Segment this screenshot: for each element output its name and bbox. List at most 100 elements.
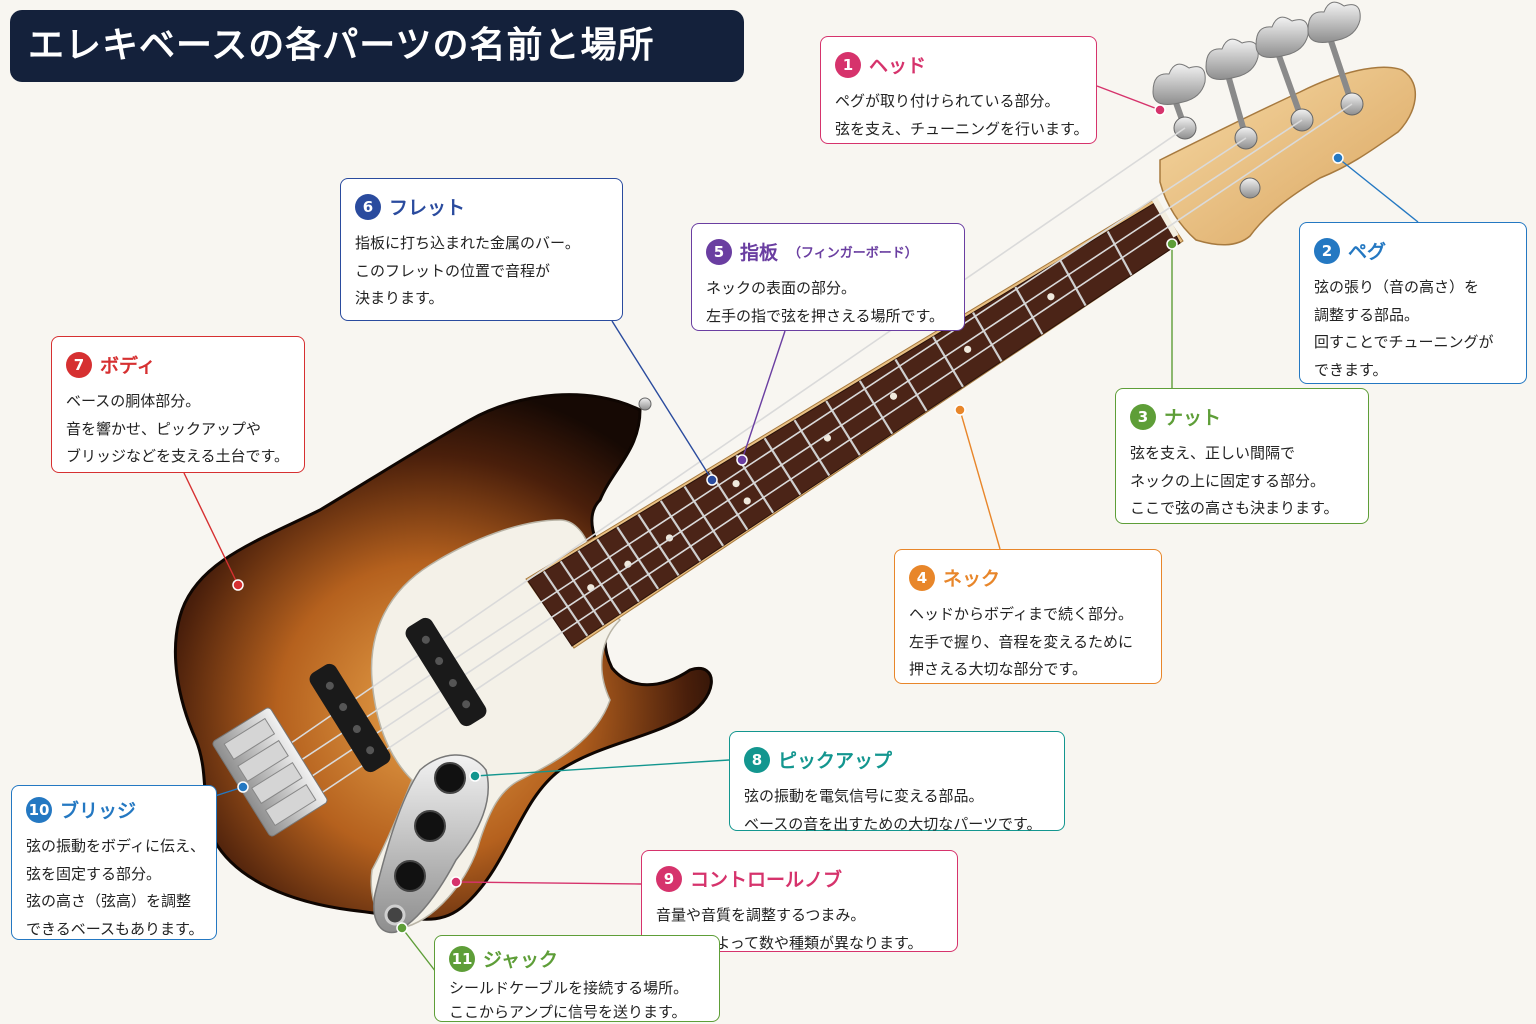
fret-inlays: [587, 293, 1055, 592]
number-badge: 8: [744, 746, 770, 773]
number-badge: 2: [1314, 237, 1340, 264]
description-line: 回すことでチューニングが: [1314, 333, 1494, 351]
fret-wire: [1014, 286, 1044, 335]
card-fingerboard: 5 指板 （フィンガーボード） ネックの表面の部分。 左手の指で弦を押さえる場所です…: [691, 223, 965, 331]
part-name: 指板: [740, 242, 779, 264]
peg-post: [1275, 51, 1305, 122]
leader-dot-fingerboard: [736, 454, 748, 466]
description-line: 弦を支え、正しい間隔で: [1130, 444, 1296, 462]
number-badge: 11: [449, 945, 475, 972]
card-jack: 11 ジャック シールドケーブルを接続する場所。 ここからアンプに信号を送ります。: [434, 935, 720, 1022]
part-name: ジャック: [483, 949, 559, 971]
description-line: 弦を固定する部分。: [26, 864, 162, 883]
bridge-hardware: [212, 707, 328, 837]
part-name: ナット: [1164, 407, 1222, 429]
tuning-pegs: [1152, 1, 1364, 199]
description-line: 左手の指で弦を押さえる場所です。: [706, 306, 945, 325]
number-badge: 6: [355, 193, 381, 220]
control-knob-2: [414, 810, 446, 842]
peg-key: [1152, 63, 1206, 105]
number-badge: 5: [706, 238, 732, 265]
description-line: ここからアンプに信号を送ります。: [449, 1003, 687, 1021]
description-line: 弦の高さ（弦高）を調整: [26, 892, 192, 910]
nut: [1151, 196, 1179, 238]
description-line: 弦の振動をボディに伝え、: [26, 837, 205, 855]
leader-line-pickup: [474, 759, 730, 777]
part-name: ブリッジ: [60, 800, 137, 822]
fret-wire: [542, 570, 589, 637]
part-subname: （フィンガーボード）: [788, 246, 918, 261]
part-name: ピックアップ: [778, 750, 893, 772]
inlay-dot: [1047, 293, 1055, 301]
leader-line-fret: [611, 320, 713, 481]
description-line: ベースの胴体部分。: [66, 392, 201, 410]
leader-dot-jack: [396, 922, 408, 934]
description-line: 弦の張り（音の高さ）を: [1314, 278, 1480, 296]
number-badge: 3: [1130, 403, 1156, 430]
description-line: 弦の振動を電気信号に変える部品。: [744, 787, 984, 805]
description-line: 音量や音質を調整するつまみ。: [656, 906, 866, 924]
part-name: ペグ: [1348, 241, 1387, 263]
leader-dot-nut: [1166, 238, 1178, 250]
leader-line-peg: [1337, 157, 1419, 223]
peg-key: [1307, 1, 1361, 43]
leader-dot-body: [232, 579, 244, 591]
description-line: 弦を支え、チューニングを行います。: [835, 119, 1089, 138]
neck-pickup: [405, 617, 487, 727]
description-line: ベースの音を出すための大切なパーツです。: [744, 814, 1042, 833]
strap-button: [638, 397, 652, 411]
card-pickup: 8 ピックアップ 弦の振動を電気信号に変える部品。 ベースの音を出すための大切なパ…: [729, 731, 1065, 833]
leader-dot-neck: [954, 404, 966, 416]
fret-wire: [577, 549, 622, 615]
fret-wire: [559, 560, 605, 626]
fret-wire: [972, 312, 1003, 362]
page-title: エレキベースの各パーツの名前と場所: [10, 10, 744, 82]
description-line: ベースによって数や種類が異なります。: [656, 933, 923, 952]
leader-dot-fret: [706, 474, 718, 486]
leader-dot-head: [1154, 104, 1166, 116]
part-name: ネック: [943, 568, 1001, 590]
number-badge: 4: [909, 564, 935, 591]
inlay-dot: [743, 497, 751, 505]
leader-dot-bridge: [237, 781, 249, 793]
frets: [542, 230, 1133, 637]
part-name: ボディ: [100, 355, 156, 377]
description-line: ブリッジなどを支える土台です。: [66, 447, 290, 465]
leader-line-head: [1096, 85, 1161, 111]
part-name: ヘッド: [869, 55, 927, 77]
fret-wire: [793, 419, 831, 477]
description-line: 音を響かせ、ピックアップや: [66, 419, 262, 438]
leader-dot-knob: [450, 876, 462, 888]
description-line: できるベースもあります。: [26, 919, 204, 938]
fret-wire: [894, 358, 928, 412]
description-line: このフレットの位置で音程が: [355, 261, 551, 280]
peg-post: [1327, 37, 1355, 105]
number-badge: 9: [656, 865, 682, 892]
output-jack: [384, 904, 406, 926]
fret-wire: [616, 526, 660, 590]
description-line: 指板に打ち込まれた金属のバー。: [355, 234, 580, 252]
description-line: シールドケーブルを接続する場所。: [449, 979, 689, 997]
description-line: できます。: [1314, 360, 1388, 379]
fret-wire: [637, 513, 680, 576]
bridge-pickup: [309, 663, 391, 773]
description-line: 決まります。: [355, 289, 444, 307]
number-badge: 7: [66, 351, 92, 378]
part-name: コントロールノブ: [690, 869, 843, 891]
description-line: 左手で握り、音程を変えるために: [909, 632, 1133, 651]
fret-wire: [763, 437, 802, 496]
peg-key: [1205, 38, 1259, 80]
fret-wire: [932, 336, 964, 388]
description-line: ヘッドからボディまで続く部分。: [909, 605, 1133, 623]
inlay-dot: [889, 392, 898, 400]
card-body: 7 ボディ ベースの胴体部分。 音を響かせ、ピックアップや ブリッジなどを支える土…: [51, 336, 305, 473]
bass-string: [301, 103, 1353, 807]
description-line: ネックの上に固定する部分。: [1130, 471, 1326, 490]
description-line: ネックの表面の部分。: [706, 279, 857, 297]
fret-wire: [596, 538, 640, 603]
